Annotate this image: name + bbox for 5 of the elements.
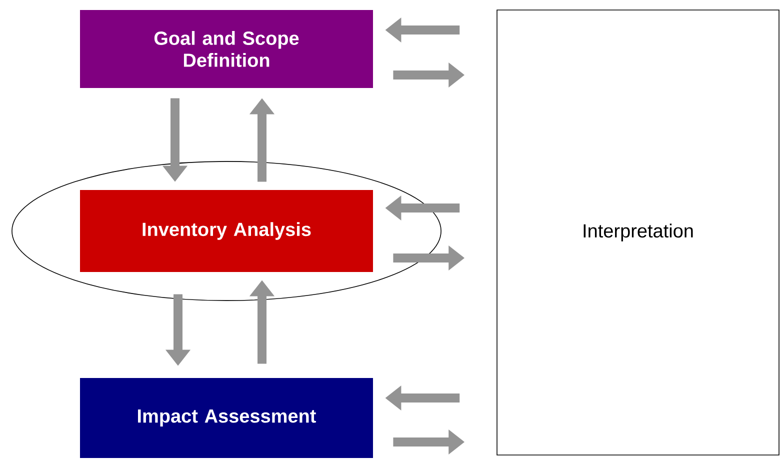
process-box: Inventory Analysis xyxy=(80,190,373,272)
process-box: Goal and Scope Definition xyxy=(80,10,373,88)
process-box: Impact Assessment xyxy=(80,378,373,458)
highlight-ellipse xyxy=(12,161,442,301)
interpretation-box: Interpretation xyxy=(496,10,780,456)
